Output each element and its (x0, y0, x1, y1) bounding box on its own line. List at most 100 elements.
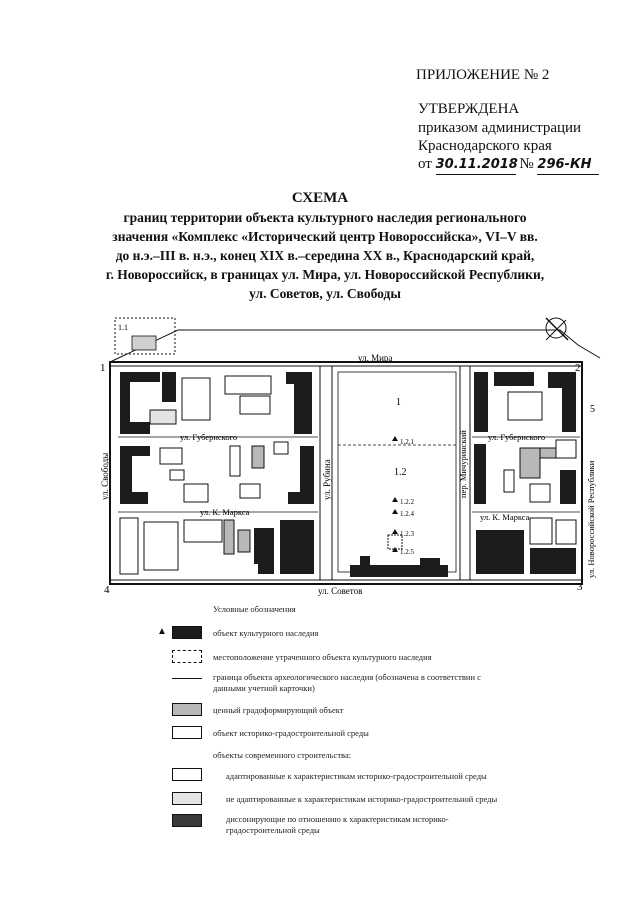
historic-building (224, 375, 272, 395)
building (149, 409, 177, 425)
archaeology-markers (392, 436, 398, 552)
legend-modern-heading: объекты современного строительства: (213, 750, 352, 760)
territory-boundary (109, 361, 583, 585)
triangle-icon (392, 509, 398, 514)
street-gubernskogo-left: ул. Губернского (180, 432, 237, 442)
historic-building (273, 441, 289, 455)
corner-1: 1 (100, 362, 106, 374)
historic-building (555, 519, 577, 545)
building (131, 335, 157, 351)
legend-heritage: объект культурного наследия (213, 628, 319, 638)
historic-building (507, 391, 543, 421)
heritage-building (120, 372, 160, 434)
historic-building (143, 521, 179, 571)
historic-building (239, 395, 271, 415)
heritage-building (560, 470, 576, 504)
legend-heading: Условные обозначения (213, 604, 296, 614)
street-rubina: ул. Рубина (322, 459, 332, 500)
triangle-icon (392, 497, 398, 502)
legend-dissonant-1: диссонирующие по отношению к характерист… (226, 814, 449, 824)
appendix-label: ПРИЛОЖЕНИЕ № 2 (416, 67, 550, 83)
zone-1-2-3: 1.2.3 (400, 530, 415, 538)
order-date: 30.11.2018 (435, 155, 518, 175)
legend-swatch-lost (172, 650, 202, 663)
corner-2: 2 (575, 362, 581, 374)
valuable-building (519, 447, 541, 479)
subtitle-line3: до н.э.–III в. н.э., конец XIX в.–середи… (115, 248, 535, 263)
north-arrow-icon (545, 317, 569, 341)
heritage-building (254, 528, 274, 574)
valuable-building (539, 447, 557, 459)
historic-building (183, 483, 209, 503)
street-sovetov: ул. Советов (318, 586, 362, 596)
heritage-building (474, 372, 488, 432)
street-michurinsky: пер. Мичуринский (458, 430, 468, 498)
heritage-building (360, 556, 370, 566)
legend-valuable: ценный градоформирующий объект (213, 705, 344, 715)
heritage-building (548, 372, 576, 432)
dissonant-building (476, 530, 524, 574)
legend-lost: местоположение утраченного объекта культ… (213, 652, 432, 662)
historic-building (529, 483, 551, 503)
subtitle-line4: г. Новороссийск, в границах ул. Мира, ул… (105, 267, 545, 282)
legend-swatch-historic (172, 726, 202, 739)
historic-building (183, 519, 223, 543)
legend-archaeo-2: данными учетной карточки) (213, 683, 315, 693)
number-sign: № (519, 156, 534, 172)
legend-swatch-not-adapted (172, 792, 202, 805)
valuable-building (251, 445, 265, 469)
street-svobody: ул. Свободы (100, 453, 110, 500)
heritage-building (420, 558, 440, 566)
order-number: 296-КН (537, 155, 600, 175)
legend-historic: объект историко-градостроительной среды (213, 728, 369, 738)
historic-building (119, 517, 139, 575)
legend-not-adapted: не адаптированные к характеристикам исто… (226, 794, 498, 804)
historic-building (181, 377, 211, 421)
corner-5: 5 (590, 404, 595, 415)
legend-dissonant-2: градостроительной среды (226, 825, 320, 835)
heritage-building (288, 446, 314, 504)
order-line1: приказом администрации (418, 120, 582, 136)
historic-building (169, 469, 185, 481)
heritage-building (162, 372, 176, 402)
from-label: от (418, 156, 432, 172)
legend-adapted: адаптированные к характеристикам историк… (226, 771, 487, 781)
street-marksa-left: ул. К. Маркса (200, 507, 250, 517)
historic-building (159, 447, 183, 465)
legend-swatch-adapted (172, 768, 202, 781)
legend-swatch-dissonant (172, 814, 202, 827)
lost-object-area (114, 317, 176, 355)
historic-building (555, 439, 577, 459)
triangle-icon (392, 529, 398, 534)
triangle-icon (392, 547, 398, 552)
heritage-building (280, 520, 314, 574)
zone-1-2-1: 1.2.1 (400, 438, 415, 446)
historic-building (229, 445, 241, 477)
heritage-building (494, 372, 534, 386)
valuable-building (237, 529, 251, 553)
street-novoross-resp: ул. Новороссийской Республики (586, 460, 596, 578)
street-marksa-right: ул. К. Маркса (480, 512, 530, 522)
zone-1-2-5: 1.2.5 (400, 548, 415, 556)
heritage-building (530, 548, 576, 574)
historic-building (503, 469, 515, 493)
legend-swatch-valuable (172, 703, 202, 716)
heritage-building (474, 444, 486, 504)
zone-1-2-4: 1.2.4 (400, 510, 415, 518)
corner-4: 4 (104, 584, 110, 596)
legend-archaeo-1: граница объекта археологического наследи… (213, 672, 481, 682)
zone-1-2-2: 1.2.2 (400, 498, 415, 506)
legend-swatch-heritage (172, 626, 202, 639)
triangle-icon (392, 436, 398, 441)
territory-map: ул. Мира ул. Советов ул. Свободы ул. Руб… (100, 317, 601, 596)
legend-line-archaeo (172, 678, 202, 679)
approved-label: УТВЕРЖДЕНА (418, 101, 520, 117)
heritage-building (286, 372, 312, 434)
order-date-line: от 30.11.2018 № 296-КН (418, 155, 600, 175)
heritage-building (120, 446, 150, 504)
subtitle-line5: ул. Советов, ул. Свободы (249, 286, 401, 301)
upper-boundary-line (109, 329, 601, 363)
historic-building (529, 517, 553, 545)
subtitle-line2: значения «Комплекс «Исторический центр Н… (112, 229, 538, 244)
corner-3: 3 (577, 581, 583, 593)
